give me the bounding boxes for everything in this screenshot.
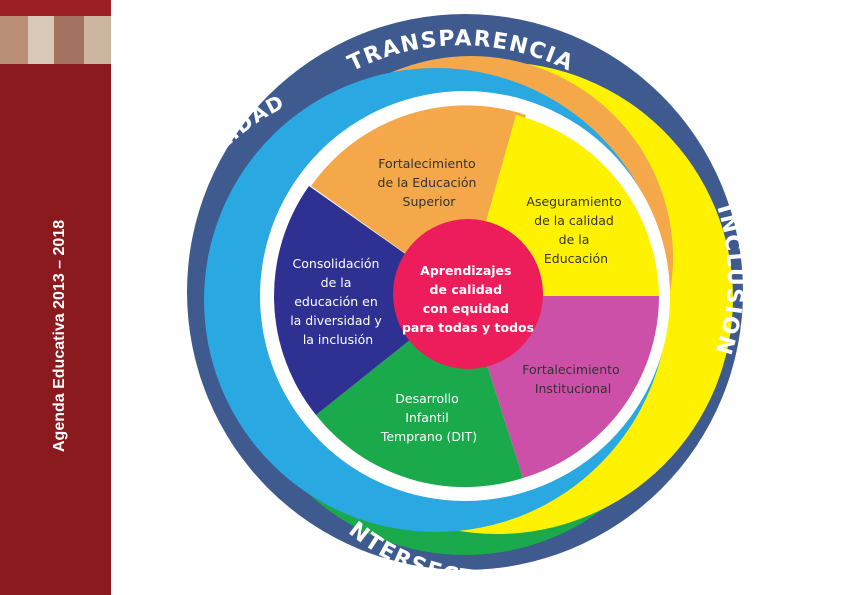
label-superior-education: Fortalecimiento de la Educación Superior [378, 156, 481, 209]
segment-diversity-inclusion [274, 186, 465, 415]
center-circle [393, 219, 543, 369]
label-early-childhood: Desarrollo Infantil Temprano (DIT) [380, 391, 477, 444]
label-quality-assurance: Aseguramiento de la calidad de la Educac… [526, 194, 625, 266]
header-photo-collage [0, 0, 111, 64]
sidebar: Agenda Educativa 2013 – 2018 [0, 0, 111, 595]
label-institutional: Fortalecimiento Institucional [522, 362, 623, 396]
label-center: Aprendizajes de calidad con equidad para… [402, 263, 534, 335]
education-agenda-diagram: TRANSPARENCIA INCLUSIÓN INTERSECTORIALID… [111, 0, 746, 593]
label-diversity-inclusion: Consolidación de la educación en la dive… [290, 256, 386, 347]
sidebar-title: Agenda Educativa 2013 – 2018 [51, 219, 68, 452]
